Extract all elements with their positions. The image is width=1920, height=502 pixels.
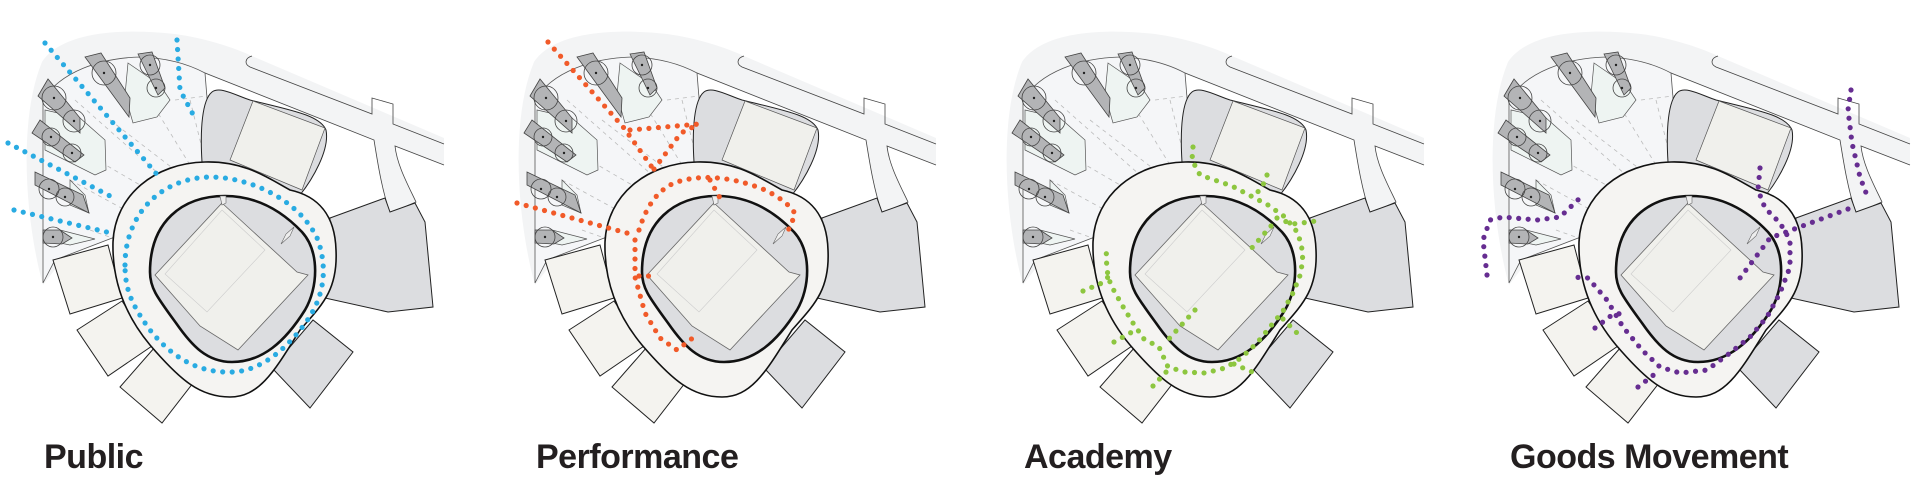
public-routes bbox=[5, 37, 326, 375]
site-plan-goods-movement bbox=[1480, 30, 1912, 425]
public-concourse-loop bbox=[122, 174, 326, 375]
stadium-site-plan bbox=[1491, 30, 1912, 425]
public-route-southwest bbox=[11, 207, 118, 237]
academy-route-main bbox=[1103, 144, 1306, 376]
public-route-north bbox=[42, 40, 163, 181]
site-plan-academy bbox=[1005, 30, 1426, 425]
site-plan-public bbox=[5, 30, 446, 425]
academy-spur bbox=[1164, 307, 1198, 344]
academy-spur bbox=[1247, 223, 1274, 253]
goods-route-loop bbox=[1569, 165, 1793, 376]
academy-spur bbox=[1111, 329, 1135, 345]
academy-spur bbox=[1080, 274, 1111, 294]
public-route-road bbox=[174, 37, 199, 123]
performance-routes bbox=[514, 39, 798, 354]
public-route-west bbox=[5, 140, 115, 200]
panel-academy: Academy bbox=[980, 0, 1460, 502]
performance-route-arc bbox=[636, 175, 798, 236]
academy-routes bbox=[1080, 144, 1324, 389]
performance-route-top bbox=[627, 121, 702, 133]
academy-spur bbox=[1274, 215, 1324, 227]
stadium-site-plan bbox=[517, 30, 938, 425]
goods-route-road bbox=[1845, 87, 1871, 201]
performance-route-west bbox=[514, 200, 630, 236]
academy-spur bbox=[1150, 367, 1171, 389]
goods-route-east bbox=[1737, 206, 1851, 281]
panel-title: Academy bbox=[1024, 438, 1172, 476]
panel-performance: Performance bbox=[492, 0, 972, 502]
goods-routes bbox=[1480, 87, 1871, 390]
academy-spur bbox=[1280, 316, 1301, 337]
performance-route-down bbox=[632, 237, 697, 354]
site-plan-performance bbox=[514, 30, 938, 425]
panel-title: Public bbox=[44, 438, 144, 476]
performance-route-north bbox=[545, 39, 657, 173]
panel-title: Performance bbox=[536, 438, 739, 476]
goods-spur bbox=[1592, 310, 1626, 331]
panel-title: Goods Movement bbox=[1510, 438, 1789, 476]
academy-spur bbox=[1254, 172, 1270, 196]
panel-goods-movement: Goods Movement bbox=[1466, 0, 1920, 502]
performance-route-branch bbox=[651, 121, 702, 172]
panel-public: Public bbox=[0, 0, 480, 502]
stadium-site-plan bbox=[1005, 30, 1426, 425]
performance-route-spur bbox=[707, 177, 723, 201]
